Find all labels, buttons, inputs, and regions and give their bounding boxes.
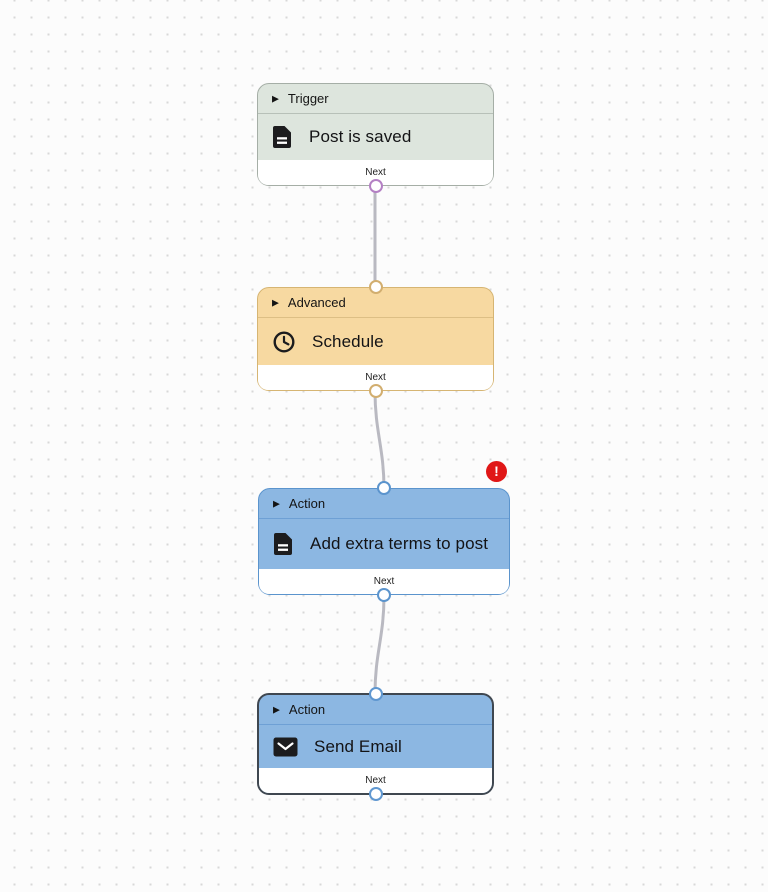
- collapse-triangle-icon[interactable]: ▶: [272, 297, 279, 308]
- input-port[interactable]: [368, 280, 383, 294]
- node-title: Schedule: [312, 331, 384, 351]
- node-action-send-email[interactable]: ▶ Action Send Email Next: [257, 687, 494, 801]
- node-title: Send Email: [314, 736, 402, 756]
- node-header[interactable]: ▶ Action: [259, 695, 492, 725]
- node-advanced-schedule[interactable]: ▶ Advanced Schedule Next: [257, 280, 494, 398]
- node-header[interactable]: ▶ Action: [259, 489, 509, 519]
- collapse-triangle-icon[interactable]: ▶: [273, 498, 280, 509]
- node-footer: Next: [258, 160, 493, 185]
- node-body[interactable]: Send Email: [259, 725, 492, 768]
- connector-advanced-to-action1[interactable]: [373, 389, 386, 491]
- envelope-icon: [273, 737, 298, 757]
- next-port-label: Next: [365, 775, 386, 786]
- output-port[interactable]: [368, 787, 383, 801]
- node-header[interactable]: ▶ Trigger: [258, 84, 493, 114]
- node-body[interactable]: Add extra terms to post: [259, 519, 509, 569]
- output-port[interactable]: [368, 179, 383, 193]
- output-port[interactable]: [377, 588, 391, 602]
- next-port-label: Next: [365, 167, 386, 178]
- clock-icon: [272, 330, 296, 354]
- node-title: Post is saved: [309, 127, 412, 146]
- node-category-label: Action: [288, 702, 326, 717]
- node-action-add-extra-terms[interactable]: ! ▶ Action Add extra terms to post Next: [258, 461, 510, 602]
- collapse-triangle-icon[interactable]: ▶: [272, 93, 279, 104]
- input-port[interactable]: [377, 481, 391, 495]
- next-port-label: Next: [365, 372, 386, 383]
- error-badge-icon[interactable]: !: [486, 461, 507, 482]
- node-category-label: Action: [288, 496, 326, 511]
- file-text-icon: [273, 532, 294, 556]
- node-body[interactable]: Post is saved: [258, 114, 493, 160]
- collapse-triangle-icon[interactable]: ▶: [273, 704, 280, 715]
- node-body[interactable]: Schedule: [258, 318, 493, 365]
- node-category-label: Advanced: [287, 295, 346, 310]
- node-category-label: Trigger: [287, 91, 329, 106]
- node-header[interactable]: ▶ Advanced: [258, 288, 493, 318]
- next-port-label: Next: [373, 576, 395, 587]
- file-text-icon: [272, 125, 293, 149]
- node-trigger-post-is-saved[interactable]: ▶ Trigger Post is saved Next: [257, 83, 494, 193]
- output-port[interactable]: [368, 384, 383, 398]
- input-port[interactable]: [368, 687, 383, 701]
- node-title: Add extra terms to post: [310, 534, 489, 553]
- connector-action1-to-action2[interactable]: [373, 594, 386, 696]
